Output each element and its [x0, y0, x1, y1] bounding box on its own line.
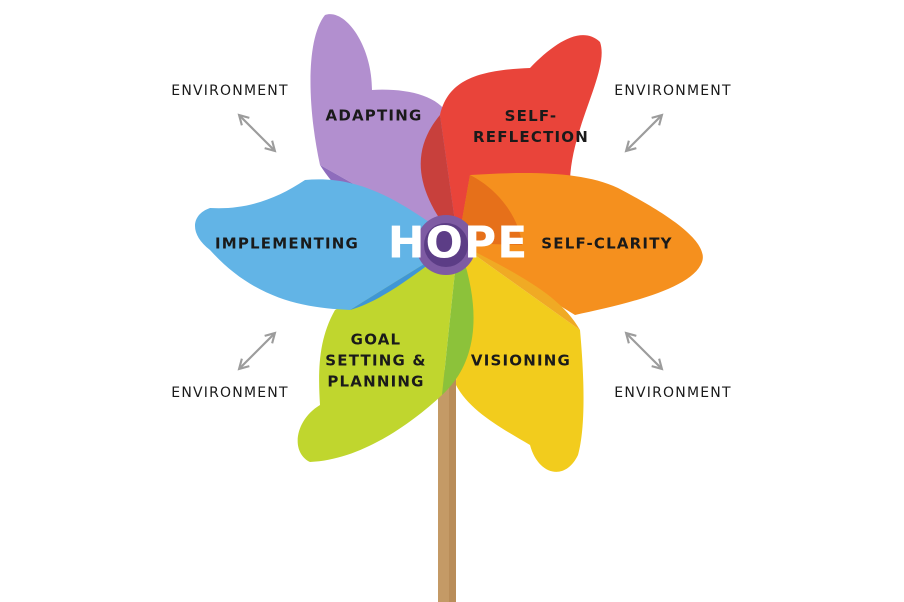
blade-adapting: [310, 14, 458, 243]
environment-label-top-right: ENVIRONMENT: [614, 83, 732, 99]
blade-label-implementing: IMPLEMENTING: [214, 234, 360, 253]
environment-arrow-icon: [624, 331, 664, 371]
blade-label-goal-setting-planning: GOAL SETTING & PLANNING: [325, 330, 427, 391]
blade-label-self-clarity: SELF-CLARITY: [541, 234, 673, 253]
environment-label-top-left: ENVIRONMENT: [171, 83, 289, 99]
hope-center-label: HOPE: [387, 217, 529, 269]
blade-label-adapting: ADAPTING: [325, 106, 423, 125]
blade-goal-setting-planning: [297, 243, 458, 462]
environment-label-bottom-right: ENVIRONMENT: [614, 385, 732, 401]
environment-arrow-icon: [237, 113, 277, 153]
environment-label-bottom-left: ENVIRONMENT: [171, 385, 289, 401]
environment-arrow-icon: [624, 113, 664, 153]
blade-implementing: [195, 179, 458, 310]
blade-visioning: [456, 243, 584, 472]
blade-label-self-reflection: SELF- REFLECTION: [473, 107, 589, 146]
environment-arrow-icon: [237, 331, 277, 371]
blade-label-visioning: VISIONING: [470, 351, 572, 370]
